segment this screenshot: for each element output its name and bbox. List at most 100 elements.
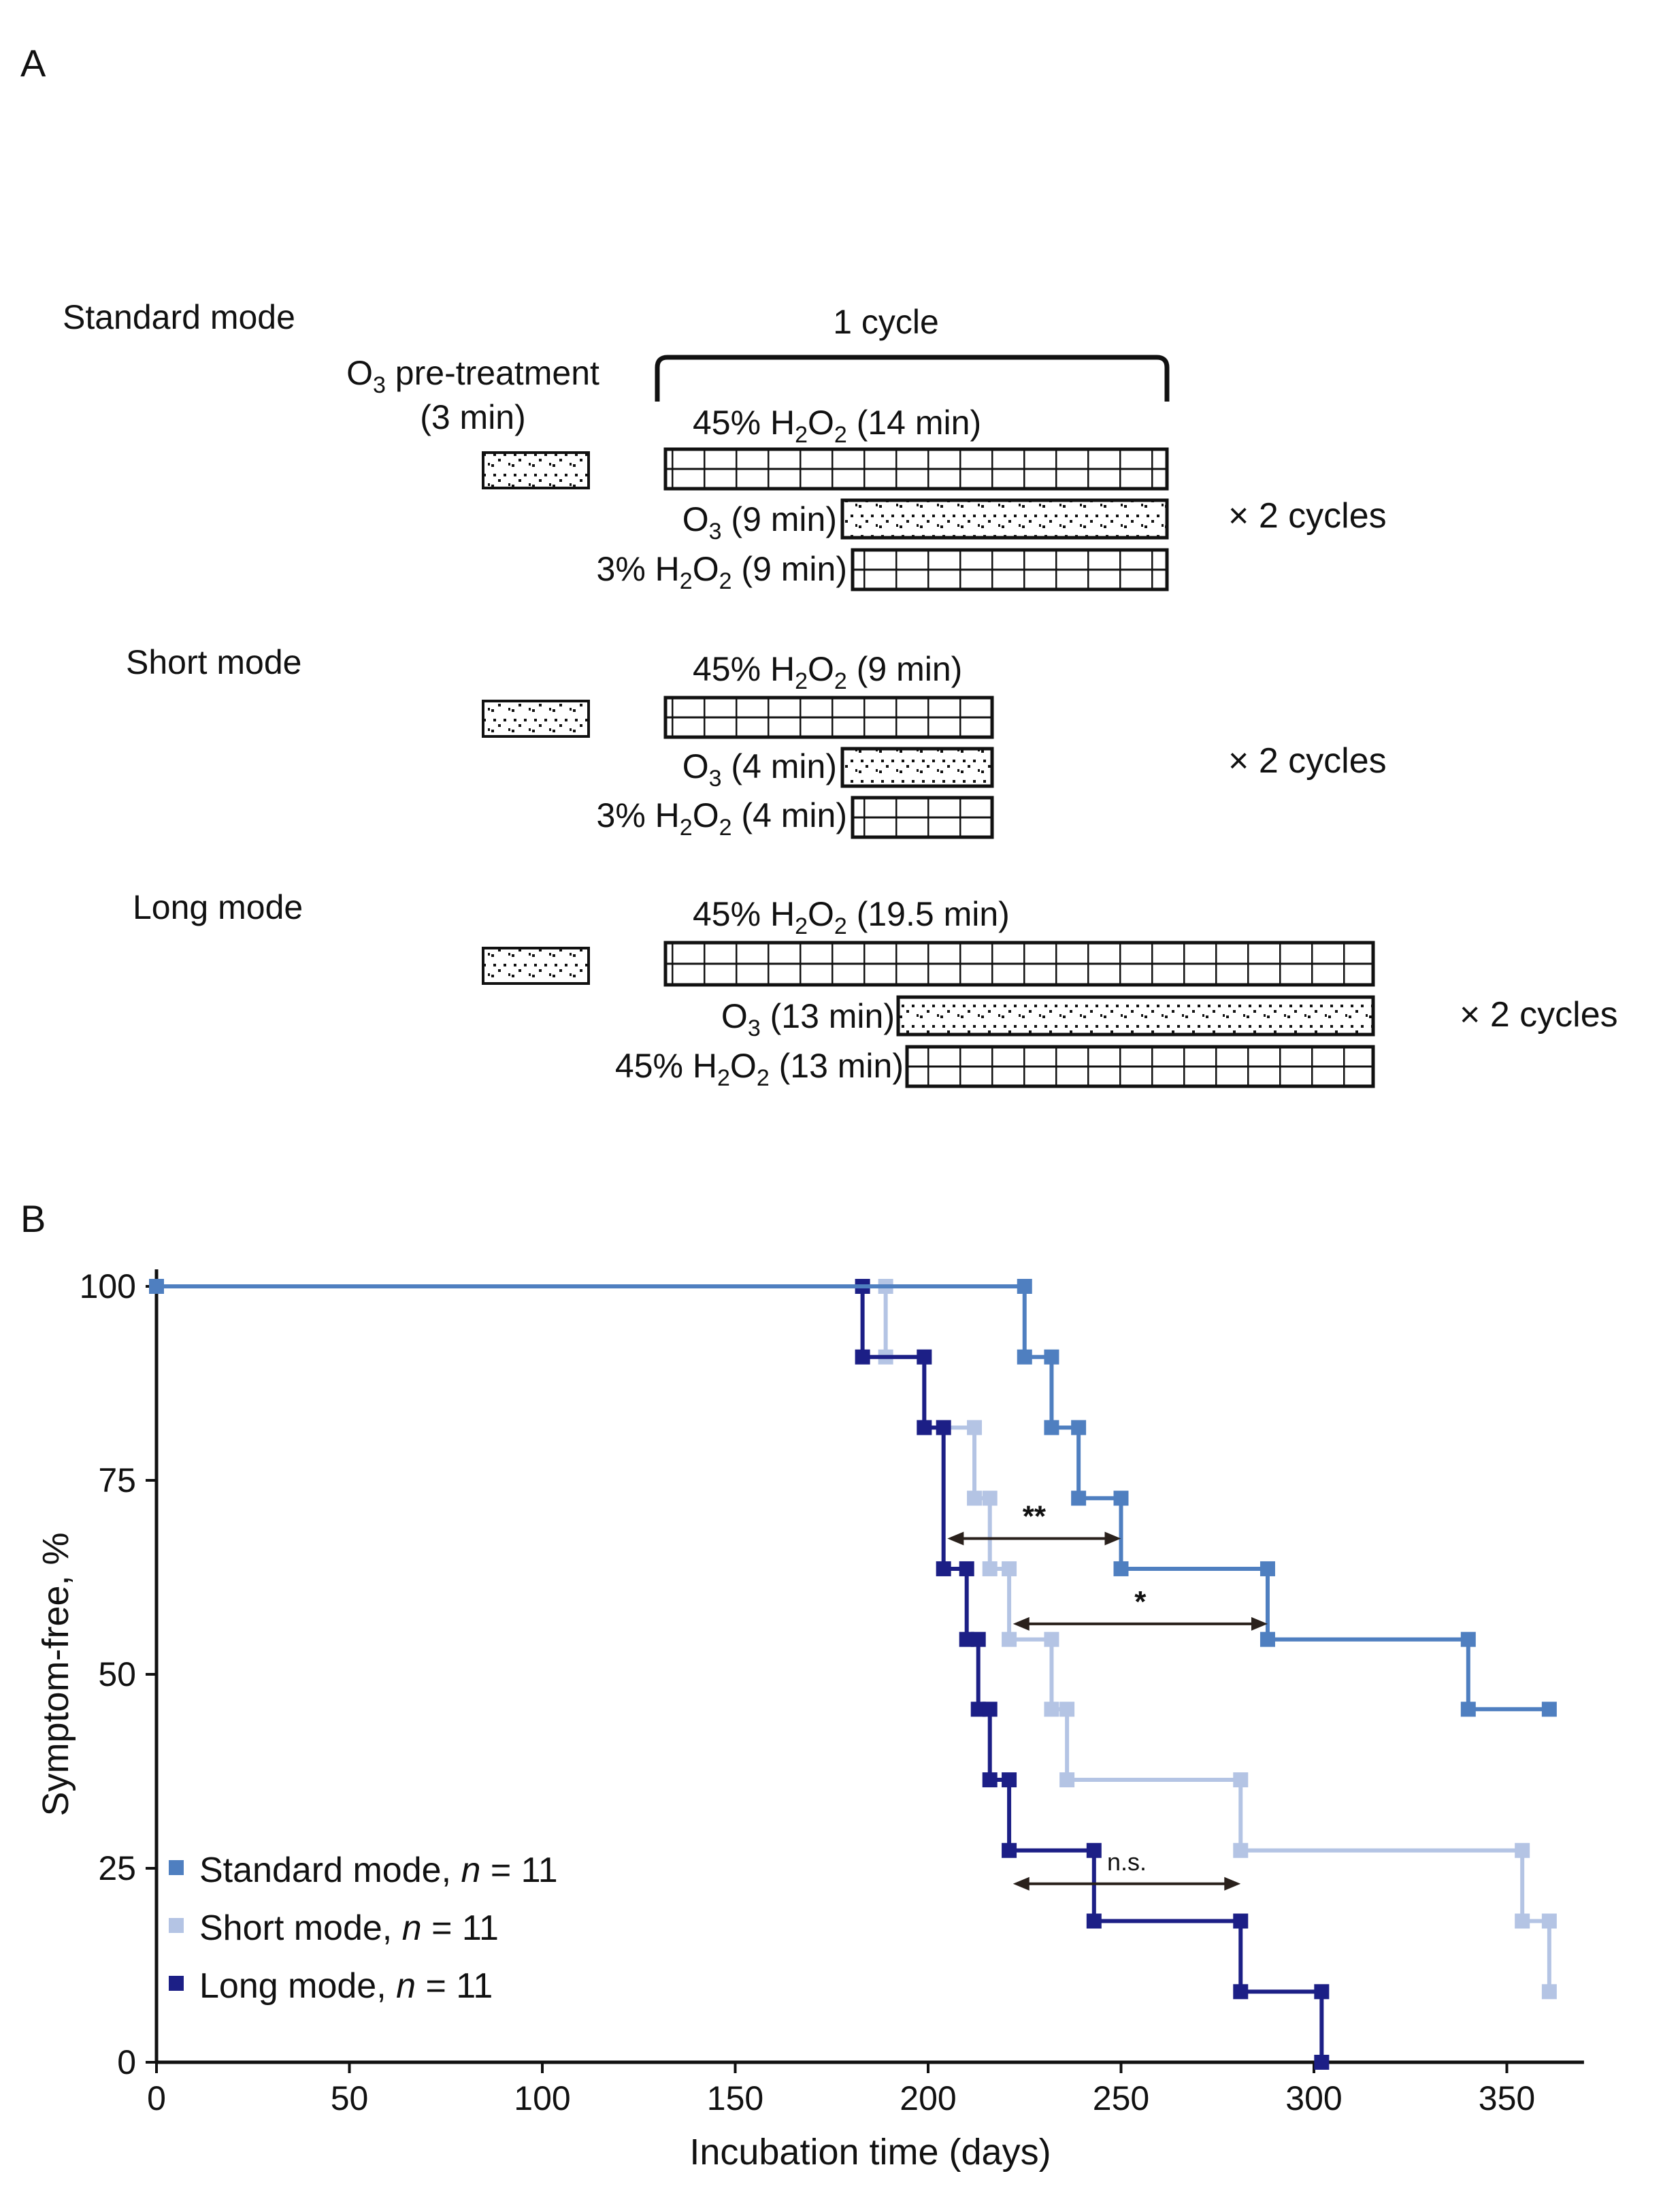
short-pretreatment-box (482, 700, 590, 738)
long-row-3-label: 45% H2O2 (13 min) (615, 1047, 904, 1091)
long-row-2-box (896, 995, 1375, 1037)
data-point (1541, 1984, 1557, 2000)
data-point (1233, 1842, 1249, 1858)
data-point (1233, 1984, 1249, 2000)
data-point (1002, 1772, 1017, 1788)
short-repeat: × 2 cycles (1228, 741, 1387, 781)
x-tick-label: 200 (900, 2079, 956, 2117)
y-axis-label: Symptom-free, % (35, 1532, 76, 1816)
data-point (1002, 1842, 1017, 1858)
long-row-2-label: O3 (13 min) (721, 997, 895, 1041)
y-tick-label: 50 (98, 1655, 136, 1693)
data-point (1541, 1702, 1557, 1717)
short-mode-title: Short mode (126, 643, 301, 681)
long-pretreatment-box (482, 947, 590, 985)
significance-label: n.s. (1107, 1848, 1147, 1876)
short-row-1-label: 45% H2O2 (9 min) (693, 650, 962, 694)
data-point (917, 1420, 932, 1435)
arrow-right-head (1224, 1876, 1241, 1891)
data-point (1460, 1702, 1476, 1717)
panel-a-label: A (20, 42, 46, 84)
standard-row-1-label: 45% H2O2 (14 min) (693, 404, 981, 448)
y-tick-label: 75 (98, 1461, 136, 1499)
short-row-2-box (840, 747, 994, 788)
data-point (1259, 1561, 1275, 1576)
standard-repeat: × 2 cycles (1228, 496, 1387, 536)
data-point (1233, 1913, 1249, 1929)
short-row-2-label: O3 (4 min) (682, 747, 837, 792)
x-tick-label: 0 (147, 2079, 166, 2117)
pretreatment-duration: (3 min) (420, 398, 526, 436)
x-tick-label: 300 (1285, 2079, 1342, 2117)
standard-pretreatment-box (482, 451, 590, 489)
panel-b-label: B (20, 1197, 46, 1240)
arrow-right-head (1251, 1616, 1268, 1631)
standard-row-2-label: O3 (9 min) (682, 500, 837, 544)
cycle-bracket (655, 355, 1170, 402)
legend-label: Short mode, n = 11 (199, 1908, 499, 1948)
long-repeat: × 2 cycles (1460, 995, 1618, 1035)
legend-label: Standard mode, n = 11 (199, 1851, 558, 1890)
x-tick-label: 100 (514, 2079, 570, 2117)
legend-label: Long mode, n = 11 (199, 1966, 493, 2006)
data-point (1233, 1772, 1249, 1788)
x-tick-label: 350 (1479, 2079, 1535, 2117)
data-point (1017, 1349, 1032, 1365)
data-point (1515, 1913, 1530, 1929)
data-point (1059, 1772, 1075, 1788)
x-tick-label: 150 (707, 2079, 763, 2117)
data-point (1086, 1842, 1102, 1858)
data-point (1059, 1702, 1075, 1717)
significance-label: ** (1023, 1500, 1047, 1533)
data-point (1515, 1842, 1530, 1858)
data-point (1071, 1491, 1087, 1506)
data-point (967, 1491, 983, 1506)
data-point (982, 1491, 998, 1506)
data-point (1259, 1631, 1275, 1647)
data-point (1044, 1420, 1059, 1435)
data-point (936, 1561, 951, 1576)
standard-mode-title: Standard mode (63, 298, 295, 336)
data-point (1314, 2055, 1330, 2070)
y-tick-label: 0 (117, 2043, 136, 2081)
x-tick-label: 250 (1093, 2079, 1149, 2117)
data-point (936, 1420, 951, 1435)
data-point (982, 1772, 998, 1788)
data-point (1002, 1561, 1017, 1576)
significance-label: * (1134, 1585, 1147, 1619)
long-row-1-label: 45% H2O2 (19.5 min) (693, 895, 1010, 939)
data-point (970, 1702, 986, 1717)
data-point (1002, 1631, 1017, 1647)
data-point (1044, 1631, 1059, 1647)
data-point (970, 1631, 986, 1647)
arrow-right-head (1104, 1531, 1121, 1546)
long-mode-title: Long mode (133, 888, 303, 926)
standard-row-3-label: 3% H2O2 (9 min) (597, 550, 847, 594)
data-point (1044, 1349, 1059, 1365)
data-point (149, 1279, 164, 1294)
data-point (982, 1702, 998, 1717)
x-axis-label: Incubation time (days) (689, 2132, 1051, 2173)
arrow-left-head (947, 1531, 964, 1546)
data-point (959, 1631, 974, 1647)
data-point (959, 1561, 974, 1576)
data-point (1460, 1631, 1476, 1647)
arrow-left-head (1012, 1876, 1030, 1891)
pretreatment-label: O3 pre-treatment (346, 354, 599, 398)
legend-swatch (169, 1860, 184, 1875)
data-point (967, 1420, 983, 1435)
legend-swatch (169, 1918, 184, 1933)
series-line (157, 1284, 1549, 1712)
x-tick-label: 50 (331, 2079, 369, 2117)
data-point (1314, 1984, 1330, 2000)
standard-row-2-box (840, 498, 1169, 540)
legend-swatch (169, 1976, 184, 1991)
data-point (1017, 1279, 1032, 1294)
data-point (1071, 1420, 1087, 1435)
short-row-3-label: 3% H2O2 (4 min) (597, 796, 847, 841)
y-tick-label: 25 (98, 1849, 136, 1887)
y-tick-label: 100 (80, 1267, 136, 1305)
survival-chart: 0 50 100 150 200 250 300 350 0 25 50 75 100Incubatio… (35, 1267, 1584, 2173)
cycle-label: 1 cycle (833, 303, 939, 341)
arrow-left-head (1012, 1616, 1030, 1631)
